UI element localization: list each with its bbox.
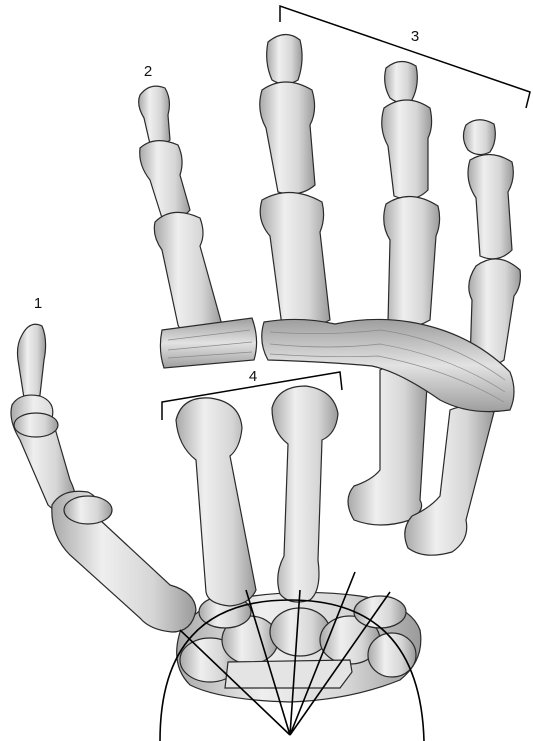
metacarpal-bones xyxy=(176,386,338,606)
ring-finger-bones xyxy=(348,61,440,525)
label-fingers-3-5: 3 xyxy=(411,28,419,45)
middle-finger-bones xyxy=(260,34,330,328)
index-finger-bones xyxy=(139,86,222,338)
index-ligament xyxy=(160,318,256,368)
label-thumb: 1 xyxy=(34,295,42,312)
thumb-bones xyxy=(11,324,196,632)
label-index-finger: 2 xyxy=(144,63,152,80)
label-metacarpals: 4 xyxy=(249,368,257,385)
